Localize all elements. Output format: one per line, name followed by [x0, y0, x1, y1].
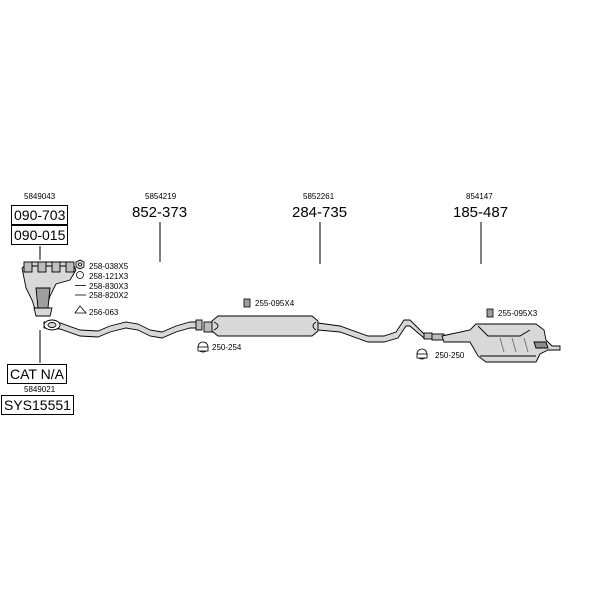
- exhaust-manifold-part: [21, 261, 77, 317]
- cat-oem-number: 5849021: [24, 385, 56, 394]
- gasket-label[interactable]: 256-063: [89, 308, 119, 317]
- hardware-label-stud-b[interactable]: 258-820X2: [89, 291, 129, 300]
- manifold-code-2[interactable]: 090-015: [11, 225, 69, 245]
- hardware-label-washer[interactable]: 258-121X3: [89, 272, 129, 281]
- rear-silencer-oem-number: 854147: [466, 192, 493, 201]
- nut-icon: [75, 259, 85, 270]
- middle-mount-label[interactable]: 255-095X4: [255, 299, 295, 308]
- middle-silencer-part: [203, 315, 433, 343]
- rubber-mount-icon-mid: [243, 298, 251, 308]
- cat-label[interactable]: CAT N/A: [7, 364, 67, 384]
- front-pipe-code[interactable]: 852-373: [132, 204, 188, 221]
- system-code[interactable]: SYS15551: [1, 395, 74, 415]
- front-pipe-oem-number: 5854219: [145, 192, 177, 201]
- front-pipe-part: [43, 319, 203, 339]
- middle-silencer-oem-number: 5852261: [303, 192, 335, 201]
- middle-silencer-code[interactable]: 284-735: [292, 204, 348, 221]
- rear-silencer-part: [431, 323, 561, 363]
- washer-icon: [76, 271, 84, 279]
- manifold-oem-number: 5849043: [24, 192, 56, 201]
- clamp-icon-front: [197, 341, 209, 353]
- rubber-mount-icon-rear: [486, 308, 494, 318]
- hardware-label-nut[interactable]: 258-038X5: [89, 262, 129, 271]
- gasket-icon: [74, 305, 87, 314]
- manifold-code-1[interactable]: 090-703: [11, 205, 69, 225]
- front-clamp-label[interactable]: 250-254: [212, 343, 242, 352]
- hardware-label-stud-a[interactable]: 258-830X3: [89, 282, 129, 291]
- rear-mount-label[interactable]: 255-095X3: [498, 309, 538, 318]
- clamp-icon-rear: [416, 348, 428, 360]
- rear-silencer-code[interactable]: 185-487: [453, 204, 509, 221]
- rear-clamp-label[interactable]: 250-250: [435, 351, 465, 360]
